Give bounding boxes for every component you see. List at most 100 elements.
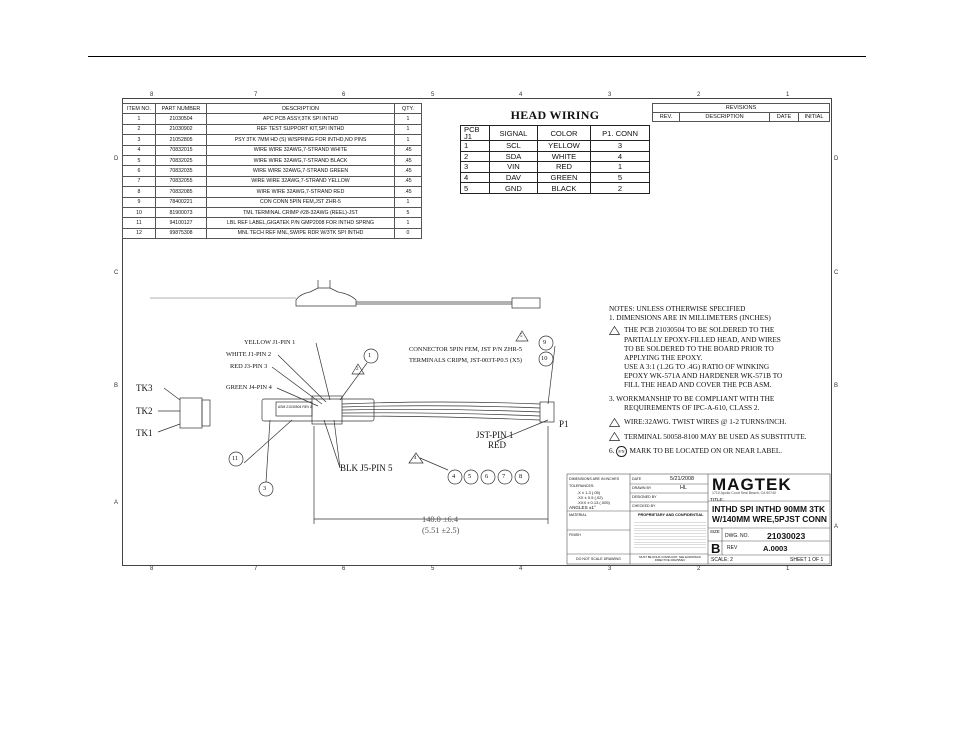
magtek-address: 1710 Apollo Court Seal Beach, CA 90740 (712, 491, 777, 495)
flag-5-triangle (515, 330, 529, 342)
leader-balloon-1 (339, 362, 368, 401)
tb-drawn-label: DRAWN BY (632, 486, 652, 490)
zone-top-6: 6 (342, 92, 346, 98)
label-blk-j5: BLK J5-PIN 5 (340, 463, 393, 473)
leader-red (271, 366, 323, 405)
label-jst-pin1: JST-PIN 1 (476, 430, 514, 440)
zone-right-D: D (834, 156, 839, 162)
note-4-flag-icon (609, 417, 620, 427)
balloon-8 (514, 469, 530, 485)
tb-dims-label: DIMENSIONS ARE IN INCHES (569, 477, 620, 481)
note-5: TERMINAL 50058-8100 MAY BE USED AS SUBST… (609, 432, 829, 442)
zone-left-C: C (114, 270, 119, 276)
zone-left-B: B (114, 383, 119, 389)
leader-jst (496, 419, 549, 442)
tb-tol-x: .X ± 1.3 (.05) (577, 490, 601, 495)
tb-title-label: TITLE: (710, 497, 724, 502)
head-wiring-cell: 2 (590, 182, 650, 194)
dimension-mm: 140.0 ±6.4 (422, 515, 459, 524)
balloon-10-text: 10 (541, 355, 548, 362)
tb-tol-xx: .XX ± 0.5 (.02) (577, 495, 603, 500)
balloon-11 (228, 451, 244, 467)
magtek-logo: MAGTEK (712, 475, 792, 494)
label-tk3: TK3 (136, 383, 153, 393)
tb-rohs: MUST BE ROHS COMPLIANT, SEE EUROPEAN DIR… (639, 555, 701, 562)
tk3-leader (163, 387, 181, 401)
wire-green (341, 412, 541, 417)
flag-4-triangle (408, 452, 424, 464)
zone-top-2: 2 (697, 92, 701, 98)
zone-bottom-5: 5 (431, 566, 435, 572)
tb-dwg-number: 21030023 (767, 531, 806, 541)
rev-col-initial: INITIAL (798, 112, 830, 122)
tb-rev-label: REV (727, 545, 738, 551)
zone-top-1: 1 (786, 92, 790, 98)
zone-bottom-7: 7 (254, 566, 258, 572)
balloon-11-text: 11 (232, 455, 239, 462)
tb-angles: ANGLES ±1° (569, 505, 596, 510)
tb-tol-xxx: .XXX ± 0.13 (.005) (577, 500, 610, 505)
leader-blk-2 (333, 419, 341, 469)
tb-finish: FINISH (569, 533, 581, 537)
leader-white (277, 354, 327, 403)
balloon-10 (538, 351, 554, 367)
bom-cell: 0 (394, 227, 422, 240)
note-1: 1. DIMENSIONS ARE IN MILLIMETERS (INCHES… (609, 313, 771, 322)
balloon-1-text: 1 (368, 352, 372, 359)
balloon-4 (447, 469, 463, 485)
wire-white (341, 405, 541, 409)
zone-bottom-8: 8 (150, 566, 154, 572)
label-p1: P1 (559, 419, 569, 429)
zone-bottom-2: 2 (697, 566, 701, 572)
notes-block: NOTES: UNLESS OTHERWISE SPECIFIED 1. DIM… (609, 304, 829, 458)
note-2-line-1: PARTIALLY EPOXY-FILLED HEAD, AND WIRES (624, 334, 781, 344)
head-plan-view (261, 398, 375, 422)
tb-date-label: DATE (632, 477, 642, 481)
tk-head-wires (201, 399, 211, 427)
note-2-line-5: EPOXY WK-571A AND HARDENER WK-571B TO (624, 370, 783, 380)
zone-right-A: A (834, 524, 839, 530)
tb-material: MATERIAL (569, 513, 587, 517)
flag-2-triangle (351, 363, 365, 375)
revisions-table: REVISIONS REV. DESCRIPTION DATE INITIAL (652, 103, 830, 122)
tb-dwg-label: DWG. NO. (725, 533, 749, 539)
zone-bottom-1: 1 (786, 566, 790, 572)
leader-balloon-3 (265, 419, 271, 483)
note-4-text: WIRE:32AWG. TWIST WIRES @ 1-2 TURNS/INCH… (624, 416, 787, 426)
balloon-3 (258, 481, 274, 497)
hw-col-conn: P1. CONN (590, 125, 650, 141)
head-wiring-cell: 5 (460, 182, 490, 194)
balloon-3-text: 3 (263, 485, 267, 492)
balloon-7-text: 7 (502, 473, 506, 480)
wire-black (341, 415, 541, 421)
tb-checked-label: CHECKED BY (632, 504, 656, 508)
note-2-flag-icon (609, 325, 620, 335)
leader-balloon-11 (243, 419, 293, 464)
balloon-6-text: 6 (485, 473, 489, 480)
zone-top-8: 8 (150, 92, 154, 98)
balloon-7 (497, 469, 513, 485)
note-5-text: TERMINAL 50058-8100 MAY BE USED AS SUBST… (624, 431, 807, 441)
balloon-5 (463, 469, 479, 485)
label-jst-red: RED (488, 440, 506, 450)
zone-top-5: 5 (431, 92, 435, 98)
label-tk1: TK1 (136, 428, 153, 438)
label-yellow-j1: YELLOW J1-PIN 1 (244, 339, 296, 346)
note-3-line-0: 3. WORKMANSHIP TO BE COMPLIANT WITH THE (609, 393, 775, 403)
note-5-flag-icon (609, 432, 620, 442)
zone-right-B: B (834, 383, 839, 389)
page-top-rule (88, 56, 866, 57)
top-connector (511, 297, 541, 309)
flag-4-text: 4 (414, 456, 417, 461)
balloon-6 (480, 469, 496, 485)
leader-blk-1 (323, 419, 341, 469)
note-2-line-4: USE A 3:1 (1.2G TO .4G) RATIO OF WINKING (624, 361, 770, 371)
balloon-9-text: 9 (543, 339, 547, 346)
wire-red (341, 408, 541, 413)
title-block-frame (566, 473, 831, 565)
